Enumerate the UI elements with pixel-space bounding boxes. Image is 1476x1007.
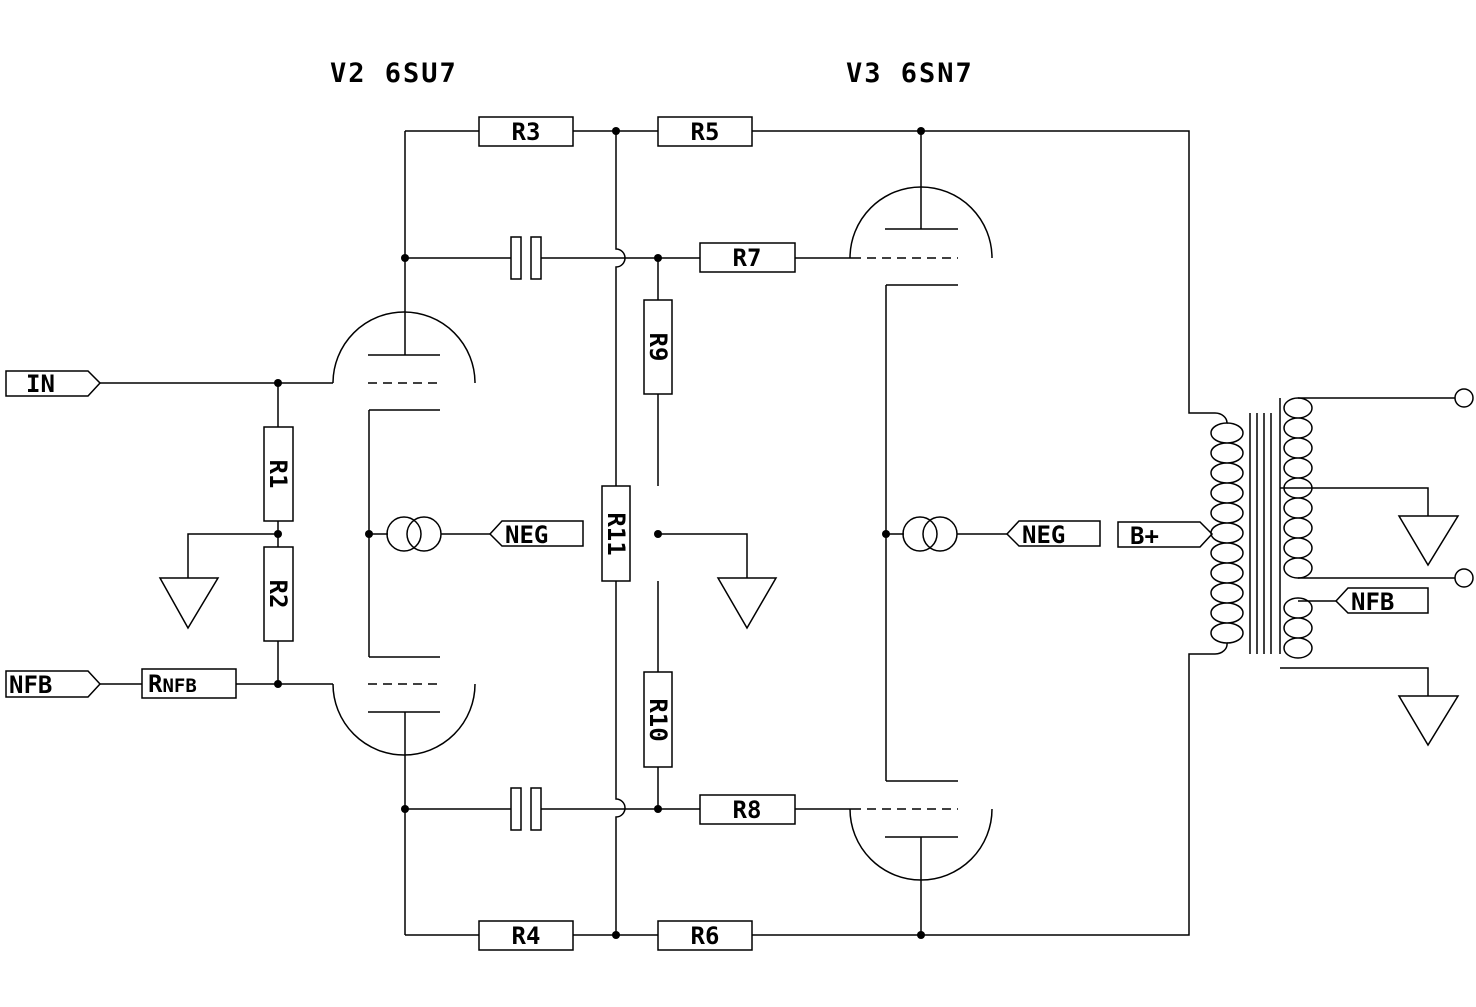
r4-label: R4 (512, 922, 541, 950)
r8-label: R8 (733, 796, 762, 824)
resistor-r2: R2 (263, 546, 294, 642)
resistor-r6: R6 (657, 920, 753, 951)
r11-label: R11 (602, 512, 630, 555)
r2-label: R2 (264, 580, 292, 609)
r1-label: R1 (264, 460, 292, 489)
current-source-icon (902, 516, 1007, 552)
ground-icon (158, 577, 220, 630)
current-source-icon (386, 516, 490, 552)
rnfb-label: RNFB (148, 670, 197, 698)
nfb-input-port: NFB (5, 670, 102, 699)
resistor-r9: R9 (643, 299, 673, 395)
neg-port-v2-label: NEG (505, 521, 548, 549)
v2-lower-triode (332, 656, 476, 756)
v2-title: V2 6SU7 (330, 58, 458, 89)
neg-port-v3-label: NEG (1022, 521, 1065, 549)
resistor-r7: R7 (699, 242, 796, 273)
in-port-label: IN (26, 370, 55, 398)
upper-coupling-wire (405, 257, 852, 486)
nfb-output-port: NFB (1334, 587, 1429, 616)
v3-title: V3 6SN7 (846, 58, 974, 89)
r7-label: R7 (733, 244, 762, 272)
r6-label: R6 (691, 922, 720, 950)
r9-label: R9 (644, 333, 672, 362)
v3-upper-triode (849, 131, 993, 286)
junction-dots (274, 127, 925, 939)
resistor-r11: R11 (601, 485, 631, 582)
resistor-r3: R3 (478, 116, 574, 147)
resistor-r1: R1 (263, 426, 294, 522)
nfb-output-label: NFB (1351, 588, 1394, 616)
resistor-r5: R5 (657, 116, 753, 147)
resistor-r10: R10 (643, 671, 673, 768)
resistor-r4: R4 (478, 920, 574, 951)
terminal-icon (1454, 568, 1474, 588)
bplus-port: B+ (1117, 521, 1214, 550)
ground-icon (1280, 667, 1460, 747)
ground-icon (658, 533, 778, 630)
resistor-rnfb: RNFB (141, 668, 237, 699)
bplus-port-label: B+ (1130, 522, 1159, 550)
ground-icon (1280, 487, 1460, 567)
neg-port-v2: NEG (488, 520, 584, 549)
terminal-icon (1454, 388, 1474, 408)
bottom-rail (404, 653, 1215, 936)
neg-port-v3: NEG (1005, 520, 1101, 549)
in-port: IN (5, 370, 102, 398)
output-tap-wires (1298, 397, 1455, 602)
r10-label: R10 (644, 698, 672, 741)
capacitor-icon (510, 787, 542, 831)
input-network-wires (100, 382, 333, 685)
top-rail (404, 130, 1215, 414)
nfb-input-label: NFB (9, 671, 52, 699)
lower-coupling-wire (405, 581, 852, 810)
r5-label: R5 (691, 118, 720, 146)
v2-upper-triode (332, 311, 476, 411)
r3-label: R3 (512, 118, 541, 146)
resistor-r8: R8 (699, 794, 796, 825)
capacitor-icon (510, 236, 542, 280)
v3-lower-triode (849, 780, 993, 935)
transformer-icon (1210, 397, 1313, 659)
